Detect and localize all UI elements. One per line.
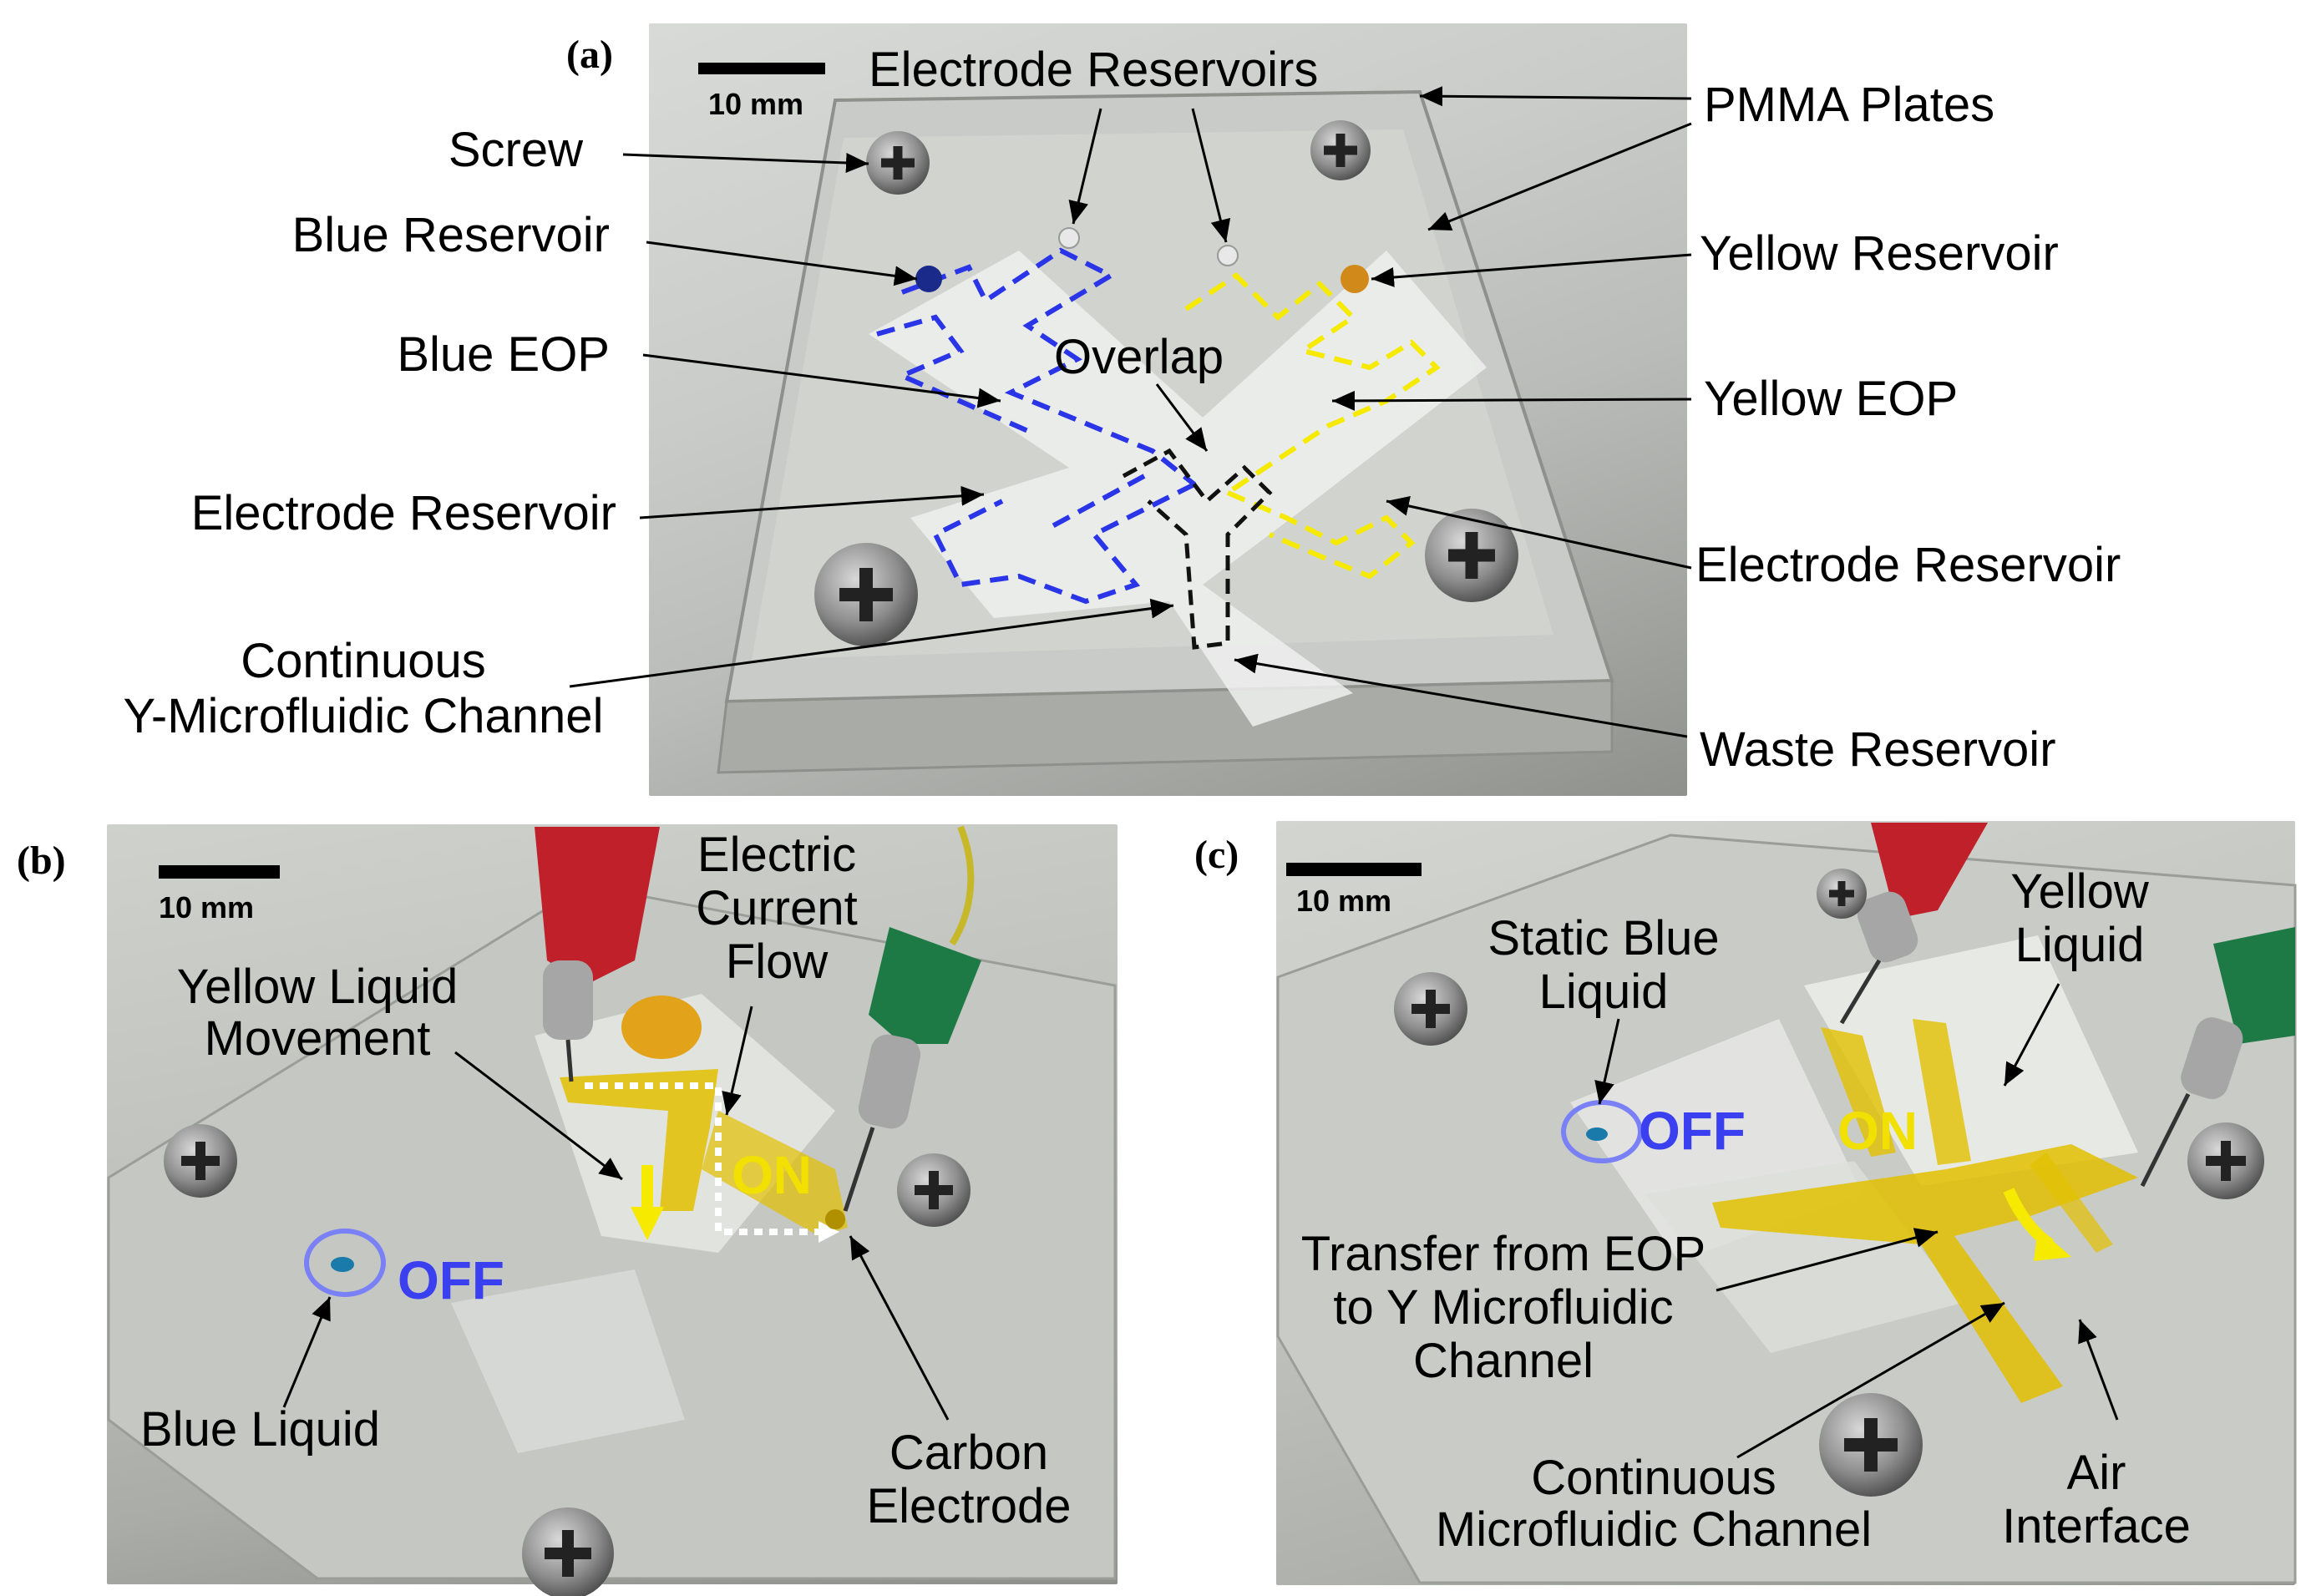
off-indicator-b: OFF: [398, 1250, 504, 1310]
scale-label-a: 10 mm: [708, 87, 804, 121]
red-clip-icon: [1839, 823, 1988, 1025]
off-indicator-c: OFF: [1639, 1101, 1746, 1161]
y-channel: [1122, 448, 1273, 650]
scale-label-b: 10 mm: [159, 890, 255, 925]
label-electric-line3: Flow: [725, 935, 829, 989]
blue-reservoir-dot: [915, 266, 942, 292]
screw-icon: [1310, 120, 1371, 180]
label-screw: Screw: [448, 123, 583, 177]
scale-bar-c: [1286, 863, 1422, 876]
label-electrode-reservoir-left: Electrode Reservoir: [190, 486, 616, 540]
label-yellow-line2: Liquid: [2015, 918, 2145, 972]
label-continuous-line1: Continuous: [241, 634, 486, 688]
label-static-line2: Liquid: [1538, 965, 1669, 1019]
scale-bar-a: [698, 63, 825, 74]
label-continuous-c-line1: Continuous: [1531, 1451, 1776, 1505]
label-waste-reservoir: Waste Reservoir: [1700, 722, 2056, 777]
label-blue-liquid: Blue Liquid: [140, 1402, 380, 1457]
label-electric-line1: Electric: [697, 828, 857, 882]
label-continuous-c-line2: Microfluidic Channel: [1435, 1502, 1873, 1557]
scale-bar-b: [159, 865, 280, 879]
label-transfer-line2: to Y Microfluidic: [1333, 1280, 1674, 1335]
device-c: [1276, 823, 2297, 1584]
red-clip-icon: [535, 827, 660, 1082]
blue-eop-path: [876, 247, 1196, 605]
label-blue-eop: Blue EOP: [397, 327, 610, 382]
label-continuous-line2: Y-Microfluidic Channel: [123, 689, 604, 743]
screw-icon: [522, 1507, 614, 1596]
screw-icon: [1425, 509, 1518, 602]
green-clip-icon: [2140, 927, 2295, 1188]
device-a: [698, 63, 1614, 774]
label-transfer-line3: Channel: [1412, 1334, 1594, 1388]
annotation-arrows-a: [569, 86, 1692, 738]
label-yellow-move-line2: Movement: [204, 1011, 431, 1066]
screw-icon: [814, 543, 918, 646]
label-static-line1: Static Blue: [1487, 911, 1720, 965]
screw-icon: [897, 1153, 971, 1227]
label-yellow-reservoir: Yellow Reservoir: [1700, 226, 2059, 281]
yellow-reservoir-dot: [1341, 265, 1369, 293]
label-pmma-plates: PMMA Plates: [1704, 78, 1995, 132]
screw-icon: [2187, 1122, 2264, 1199]
label-air-line2: Interface: [2002, 1499, 2191, 1553]
label-electrode-reservoirs: Electrode Reservoirs: [869, 43, 1319, 97]
scale-label-c: 10 mm: [1296, 884, 1392, 918]
yellow-eop-path: [1184, 272, 1441, 580]
device-b: [107, 825, 1117, 1596]
label-transfer-line1: Transfer from EOP: [1300, 1227, 1706, 1281]
on-indicator-c: ON: [1837, 1101, 1918, 1161]
panel-b-letter: (b): [17, 839, 66, 883]
screw-icon: [1394, 972, 1467, 1046]
label-carbon-line1: Carbon: [889, 1426, 1049, 1480]
yellow-droplet: [621, 996, 702, 1059]
movement-arrow-icon: [631, 1207, 664, 1240]
panel-c-letter: (c): [1194, 833, 1239, 877]
label-carbon-line2: Electrode: [866, 1479, 1072, 1533]
screw-icon: [1817, 869, 1867, 919]
label-yellow-line1: Yellow: [2010, 864, 2149, 919]
label-yellow-eop: Yellow EOP: [1704, 372, 1959, 426]
annotation-arrows-c: [1594, 983, 2119, 1459]
flow-arrow-icon: [2034, 1228, 2071, 1261]
annotation-arrows-b: [282, 1006, 950, 1421]
label-blue-reservoir: Blue Reservoir: [291, 208, 610, 262]
label-yellow-move-line1: Yellow Liquid: [176, 960, 459, 1014]
panel-a-letter: (a): [566, 33, 613, 77]
label-air-line1: Air: [2066, 1446, 2126, 1500]
green-clip-icon: [843, 825, 981, 1212]
on-indicator-b: ON: [732, 1145, 812, 1205]
screw-icon: [866, 131, 930, 195]
label-electric-line2: Current: [696, 881, 858, 935]
screw-icon: [1819, 1393, 1923, 1497]
label-overlap: Overlap: [1054, 330, 1224, 384]
label-electrode-reservoir-right: Electrode Reservoir: [1695, 538, 2121, 592]
screw-icon: [164, 1124, 237, 1198]
blue-liquid-ring: [304, 1229, 386, 1297]
